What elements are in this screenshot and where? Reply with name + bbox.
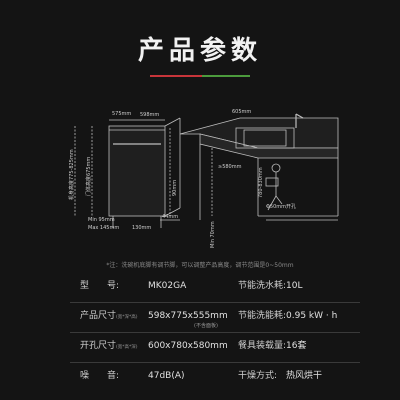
- spec-value: 47dB(A): [148, 371, 185, 381]
- spec-label-sub: (宽*深*高): [116, 315, 138, 320]
- spec-label: 干燥方式:: [238, 371, 278, 381]
- label-max: Max 145mm: [88, 225, 119, 231]
- spec-value: 热风烘干: [286, 371, 323, 381]
- spec-label: 节能洗能耗:: [238, 311, 287, 321]
- title-underline-green: [202, 75, 250, 77]
- spec-value: 10L: [286, 281, 303, 291]
- cabinet-drawing: [179, 113, 339, 221]
- spec-label-text: 产品尺寸: [80, 311, 117, 321]
- spec-label: 噪 音:: [80, 371, 120, 381]
- dishwasher-drawing: [74, 117, 181, 228]
- divider: [70, 302, 360, 303]
- spec-label-sub: (宽*高*深): [116, 345, 138, 350]
- spec-value: 598x775x555mm: [148, 311, 228, 321]
- label-575: 575mm: [112, 111, 131, 117]
- label-min: Min 95mm: [88, 217, 115, 223]
- spec-value-sub: (不含面板): [194, 323, 218, 329]
- label-44: 44mm: [162, 214, 178, 220]
- dimension-diagram: 575mm 598mm 机身高度775-825mm 门体高度675mm 90mm…: [68, 109, 339, 248]
- spec-value: MK02GA: [148, 281, 187, 291]
- page-title: 产品参数: [137, 36, 262, 66]
- label-605: 605mm: [232, 109, 251, 115]
- spec-label: 型 号:: [80, 281, 120, 291]
- divider: [70, 332, 360, 333]
- spec-label-text: 开孔尺寸: [80, 341, 117, 351]
- spec-label: 产品尺寸(宽*深*高): [80, 310, 138, 324]
- spec-row: 噪 音: 47dB(A) 干燥方式: 热风烘干: [0, 370, 400, 392]
- label-780-830: 780-830mm: [258, 167, 264, 198]
- footnote: *注：洗碗机底脚有调节脚，可以调整产品高度，调节范围是0~50mm: [106, 262, 294, 269]
- spec-label: 节能洗水耗:: [238, 281, 287, 291]
- label-body-height: 机身高度775-825mm: [68, 149, 75, 200]
- spec-value: 16套: [286, 341, 307, 351]
- spec-value: 600x780x580mm: [148, 341, 228, 351]
- label-598: 598mm: [140, 112, 159, 118]
- divider: [70, 362, 360, 363]
- spec-value: 0.95 kW · h: [286, 311, 338, 321]
- label-min-70: Min 70mm: [210, 221, 216, 248]
- label-130: 130mm: [132, 225, 151, 231]
- label-580: ≥580mm: [218, 164, 242, 170]
- label-bottom: 90mm: [172, 180, 178, 196]
- label-hole: Φ50mm开孔: [266, 203, 296, 210]
- title-underline-red: [150, 75, 202, 77]
- spec-row: 产品尺寸(宽*深*高) 598x775x555mm (不含面板) 节能洗能耗: …: [0, 310, 400, 332]
- spec-row: 型 号: MK02GA 节能洗水耗: 10L: [0, 280, 400, 302]
- spec-label: 餐具装载量:: [238, 341, 287, 351]
- spec-label: 开孔尺寸(宽*高*深): [80, 340, 138, 354]
- spec-row: 开孔尺寸(宽*高*深) 600x780x580mm 餐具装载量: 16套: [0, 340, 400, 362]
- label-door-height: 门体高度675mm: [85, 157, 92, 196]
